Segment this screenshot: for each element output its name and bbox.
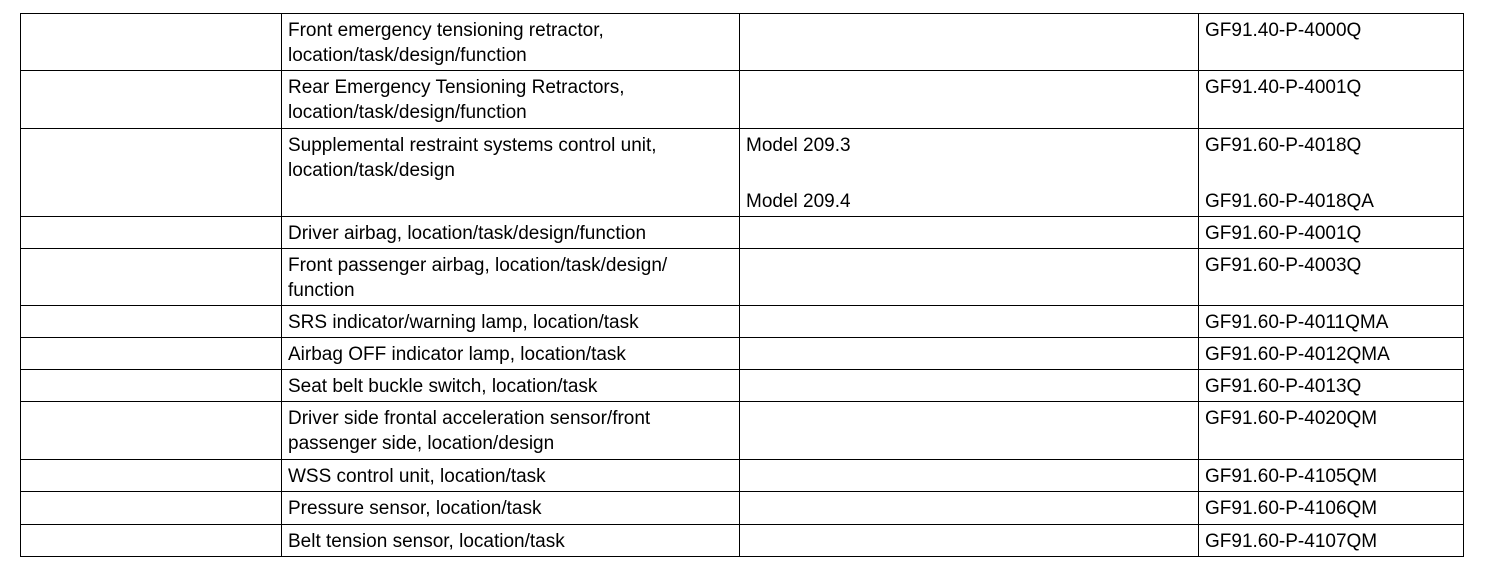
model-cell — [739, 216, 1199, 249]
model-cell — [739, 337, 1199, 370]
document-ref-cell: GF91.60-P-4003Q — [1198, 248, 1464, 306]
table-row: Front emergency tensioning retractor, lo… — [20, 13, 1464, 71]
empty-cell — [20, 491, 282, 525]
table-row: Airbag OFF indicator lamp, location/task… — [20, 337, 1464, 370]
description-cell: Seat belt buckle switch, location/task — [281, 369, 740, 402]
table-row: Seat belt buckle switch, location/task G… — [20, 369, 1464, 402]
table-row: SRS indicator/warning lamp, location/tas… — [20, 305, 1464, 338]
model-cell — [739, 401, 1199, 460]
description-cell: Airbag OFF indicator lamp, location/task — [281, 337, 740, 370]
description-cell: Belt tension sensor, location/task — [281, 524, 740, 557]
document-ref-cell: GF91.60-P-4020QM — [1198, 401, 1464, 460]
empty-cell — [20, 305, 282, 338]
table-row: Supplemental restraint systems control u… — [20, 128, 1464, 217]
empty-cell — [20, 13, 282, 71]
table-row: Driver side frontal acceleration sensor/… — [20, 401, 1464, 460]
document-ref-cell: GF91.60-P-4107QM — [1198, 524, 1464, 557]
description-cell: SRS indicator/warning lamp, location/tas… — [281, 305, 740, 338]
empty-cell — [20, 216, 282, 249]
empty-cell — [20, 401, 282, 460]
model-cell — [739, 459, 1199, 492]
model-cell — [739, 70, 1199, 129]
description-cell: Rear Emergency Tensioning Retractors, lo… — [281, 70, 740, 129]
document-ref-cell: GF91.60-P-4013Q — [1198, 369, 1464, 402]
table-row: Pressure sensor, location/task GF91.60-P… — [20, 491, 1464, 525]
model-cell — [739, 524, 1199, 557]
empty-cell — [20, 248, 282, 306]
empty-cell — [20, 524, 282, 557]
empty-cell — [20, 369, 282, 402]
table-row: WSS control unit, location/task GF91.60-… — [20, 459, 1464, 492]
model-cell — [739, 305, 1199, 338]
empty-cell — [20, 459, 282, 492]
model-label: Model 209.3 — [746, 135, 851, 156]
empty-cell — [20, 128, 282, 217]
model-label: Model 209.4 — [746, 191, 851, 212]
description-cell: Supplemental restraint systems control u… — [281, 128, 740, 217]
document-ref-cell: GF91.60-P-4106QM — [1198, 491, 1464, 525]
document-ref: GF91.60-P-4018QA — [1205, 191, 1374, 212]
empty-cell — [20, 70, 282, 129]
model-cell — [739, 13, 1199, 71]
model-cell: Model 209.3 Model 209.4 — [739, 128, 1199, 217]
table-row: Driver airbag, location/task/design/func… — [20, 216, 1464, 249]
model-cell — [739, 369, 1199, 402]
table-row: Front passenger airbag, location/task/de… — [20, 248, 1464, 306]
document-ref-cell: GF91.40-P-4001Q — [1198, 70, 1464, 129]
document-ref: GF91.60-P-4018Q — [1205, 135, 1362, 156]
document-ref-cell: GF91.60-P-4105QM — [1198, 459, 1464, 492]
description-cell: Front passenger airbag, location/task/de… — [281, 248, 740, 306]
description-cell: Front emergency tensioning retractor, lo… — [281, 13, 740, 71]
description-cell: Driver airbag, location/task/design/func… — [281, 216, 740, 249]
reference-table: Front emergency tensioning retractor, lo… — [20, 13, 1464, 557]
description-cell: Pressure sensor, location/task — [281, 491, 740, 525]
table-row: Belt tension sensor, location/task GF91.… — [20, 524, 1464, 557]
document-ref-cell: GF91.60-P-4018Q GF91.60-P-4018QA — [1198, 128, 1464, 217]
document-ref-cell: GF91.60-P-4012QMA — [1198, 337, 1464, 370]
table-row: Rear Emergency Tensioning Retractors, lo… — [20, 70, 1464, 129]
document-ref-cell: GF91.60-P-4001Q — [1198, 216, 1464, 249]
document-ref-cell: GF91.40-P-4000Q — [1198, 13, 1464, 71]
empty-cell — [20, 337, 282, 370]
model-cell — [739, 491, 1199, 525]
model-cell — [739, 248, 1199, 306]
description-cell: Driver side frontal acceleration sensor/… — [281, 401, 740, 460]
description-cell: WSS control unit, location/task — [281, 459, 740, 492]
document-ref-cell: GF91.60-P-4011QMA — [1198, 305, 1464, 338]
